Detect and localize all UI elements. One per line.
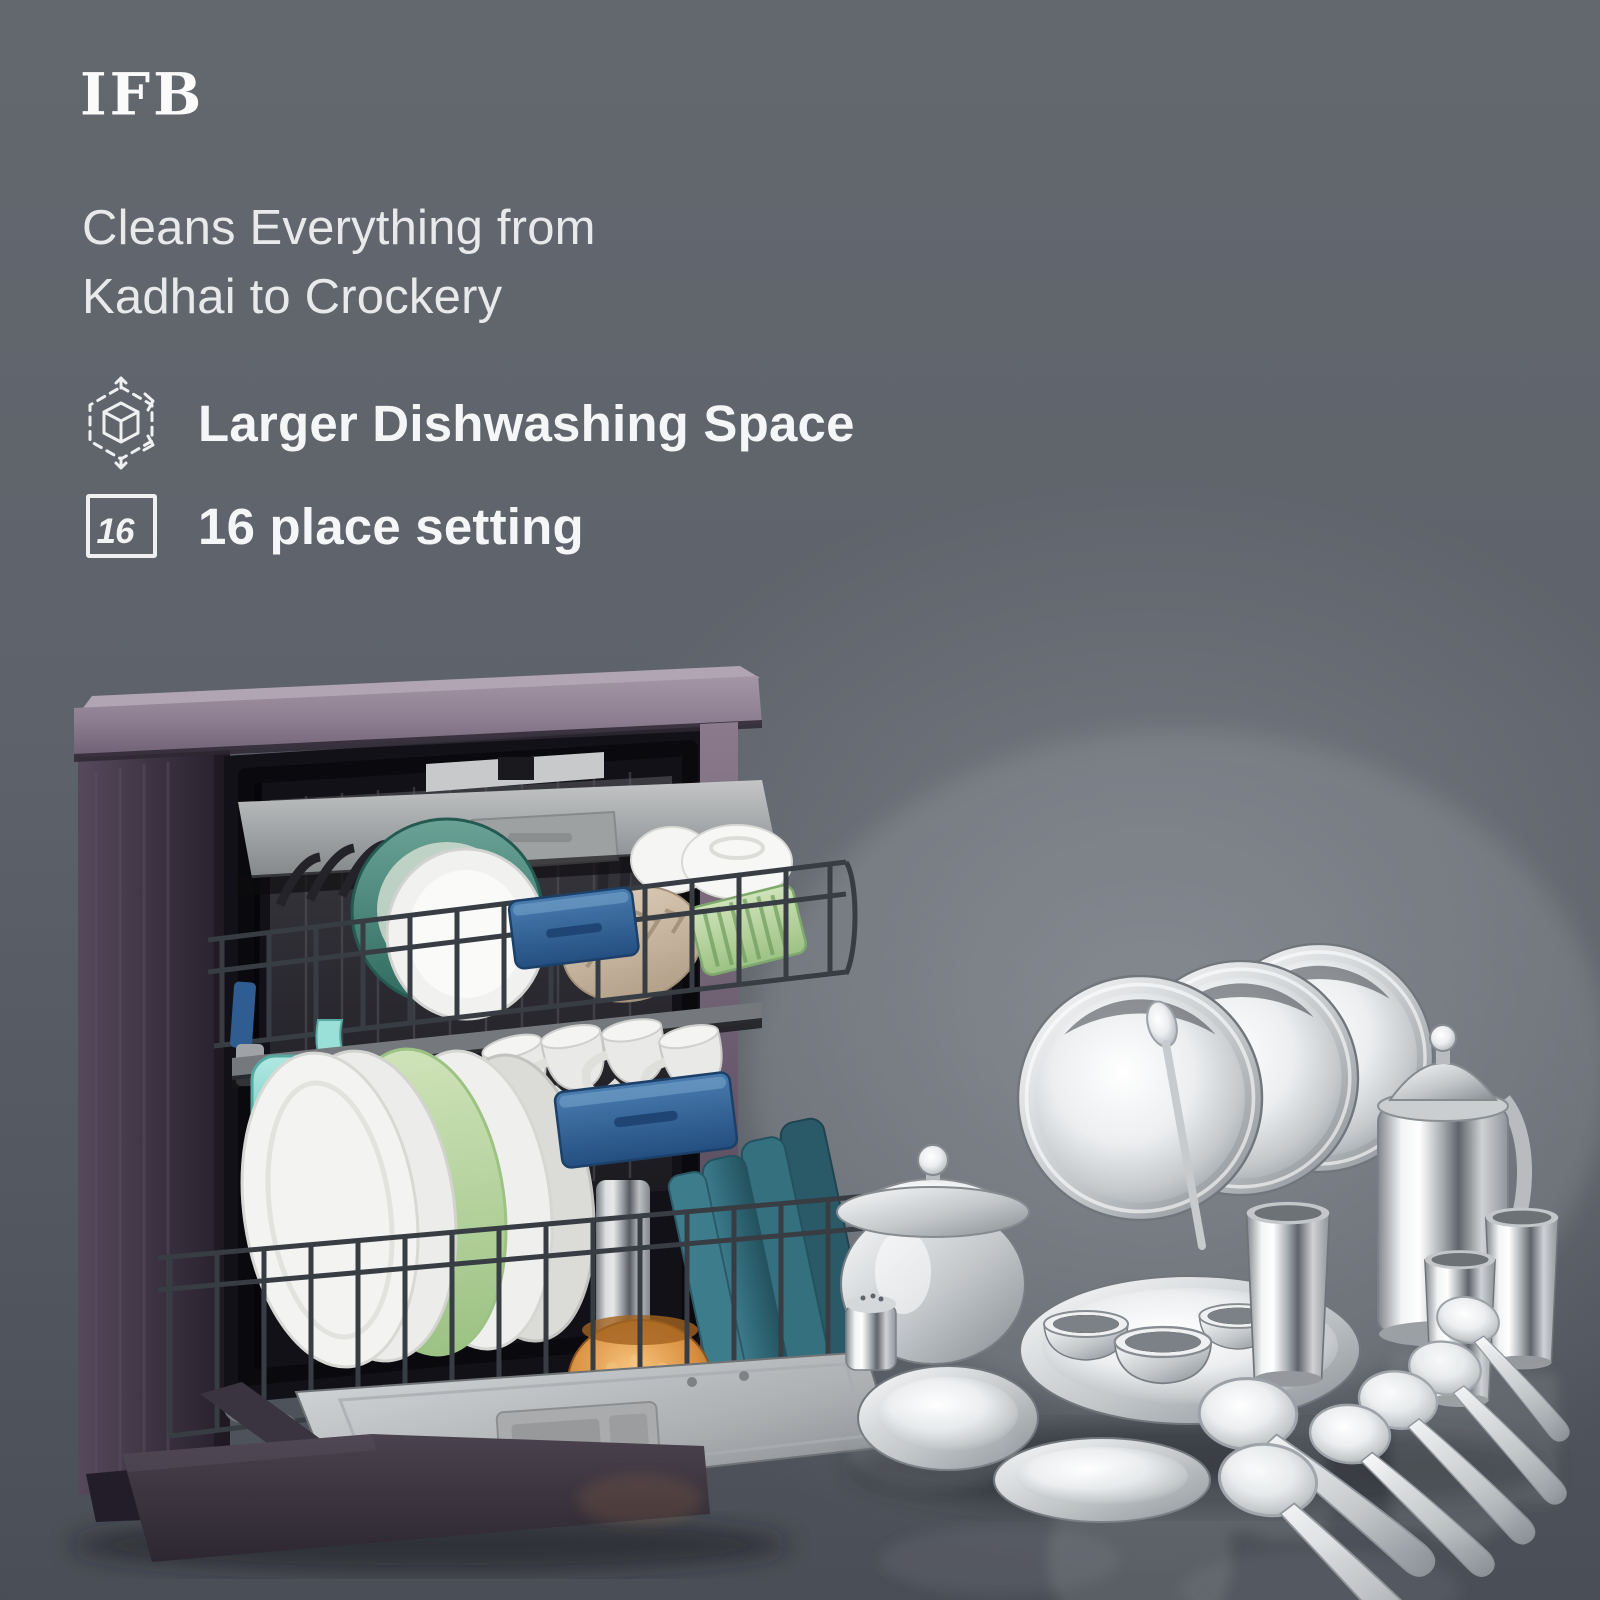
feature-label-place-setting: 16 place setting <box>198 497 584 555</box>
door-front-edge <box>122 1434 710 1562</box>
ifb-logo: IFB <box>80 60 205 129</box>
headline-line-1: Cleans Everything from <box>82 201 596 255</box>
headline: Cleans Everything from Kadhai to Crocker… <box>82 194 596 332</box>
dishwasher-side-panel <box>78 742 230 1496</box>
steel-salt-shaker <box>845 1293 897 1371</box>
feature-larger-space: Larger Dishwashing Space <box>82 376 855 470</box>
spatula-silhouettes <box>275 839 416 907</box>
lower-basket <box>157 1015 880 1491</box>
lower-basket-handle <box>553 1071 739 1169</box>
leaning-spoon <box>1146 1000 1206 1250</box>
badge-16-text: 16 <box>96 512 135 551</box>
marketing-copy: IFB Cleans Everything from Kadhai to Cro… <box>80 60 980 558</box>
expand-cube-icon <box>82 376 160 470</box>
feature-label-larger-space: Larger Dishwashing Space <box>198 394 855 452</box>
feature-list: Larger Dishwashing Space 16 16 place set… <box>82 376 855 558</box>
dishwasher <box>70 666 896 1573</box>
door-latch-plate <box>426 752 604 792</box>
floor-reflections <box>578 1350 1558 1600</box>
open-door <box>122 1350 896 1562</box>
dishwasher-top-panel <box>74 666 762 762</box>
upper-basket <box>207 817 858 1086</box>
headline-line-2: Kadhai to Crockery <box>82 270 503 324</box>
feature-place-setting: 16 16 place setting <box>82 494 855 558</box>
sixteen-place-badge-icon: 16 <box>82 494 160 558</box>
upper-basket-handle <box>507 886 640 970</box>
